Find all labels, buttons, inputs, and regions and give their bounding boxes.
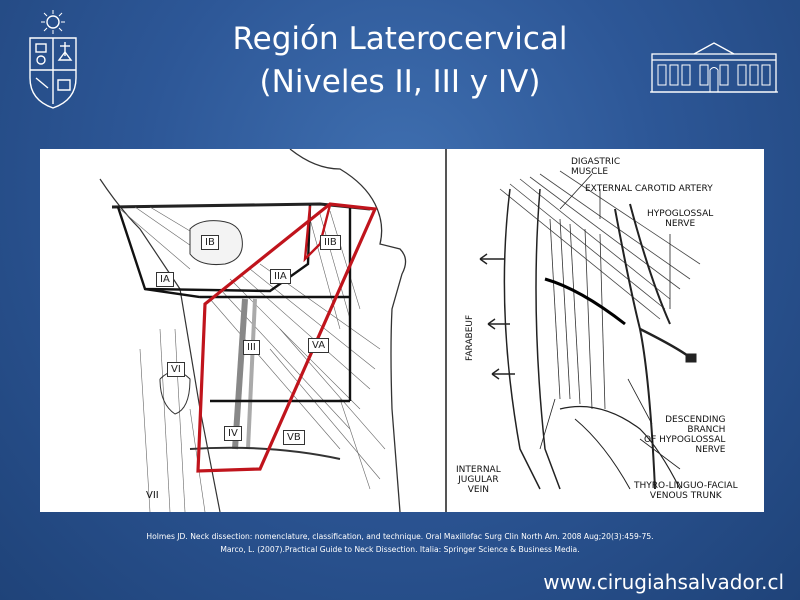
level-iib-label: IIB	[320, 235, 341, 250]
level-vb-label: VB	[283, 430, 305, 445]
title-line-2: (Niveles II, III y IV)	[259, 64, 541, 100]
level-ia-label: IA	[156, 272, 174, 287]
university-crest-logo	[29, 10, 77, 109]
digastric-muscle-annotation: DIGASTRIC MUSCLE	[571, 157, 621, 177]
title-line-1: Región Laterocervical	[232, 21, 568, 57]
internal-jugular-vein-annotation: INTERNAL JUGULAR VEIN	[456, 465, 501, 495]
level-va-label: VA	[308, 338, 330, 353]
anatomy-figure: IB IA IIA IIB III VA VI IV VB VII	[40, 149, 764, 512]
figure-divider	[445, 149, 447, 512]
level-iia-label: IIA	[270, 269, 291, 284]
slide-title: Región Laterocervical (Niveles II, III y…	[150, 18, 650, 104]
level-iv-label: IV	[224, 426, 242, 441]
level-vi-label: VI	[167, 362, 185, 377]
external-carotid-artery-annotation: EXTERNAL CAROTID ARTERY	[585, 184, 713, 194]
dissection-illustration	[479, 170, 701, 490]
farabeuf-annotation: FARABEUF	[465, 314, 475, 361]
level-iii-label: III	[243, 340, 260, 355]
website-url[interactable]: www.cirugiahsalvador.cl	[543, 570, 784, 594]
reference-1: Holmes JD. Neck dissection: nomenclature…	[146, 532, 654, 541]
hospital-building-logo	[650, 42, 778, 93]
thyro-linguo-facial-annotation: THYRO-LINGUO-FACIAL VENOUS TRUNK	[634, 481, 738, 501]
descending-branch-annotation: DESCENDING BRANCH OF HYPOGLOSSAL NERVE	[644, 415, 726, 455]
references: Holmes JD. Neck dissection: nomenclature…	[60, 530, 740, 556]
level-vii-label: VII	[146, 490, 159, 501]
level-ib-label: IB	[201, 235, 219, 250]
hypoglossal-nerve-annotation: HYPOGLOSSAL NERVE	[647, 209, 714, 229]
reference-2: Marco, L. (2007).Practical Guide to Neck…	[220, 545, 580, 554]
